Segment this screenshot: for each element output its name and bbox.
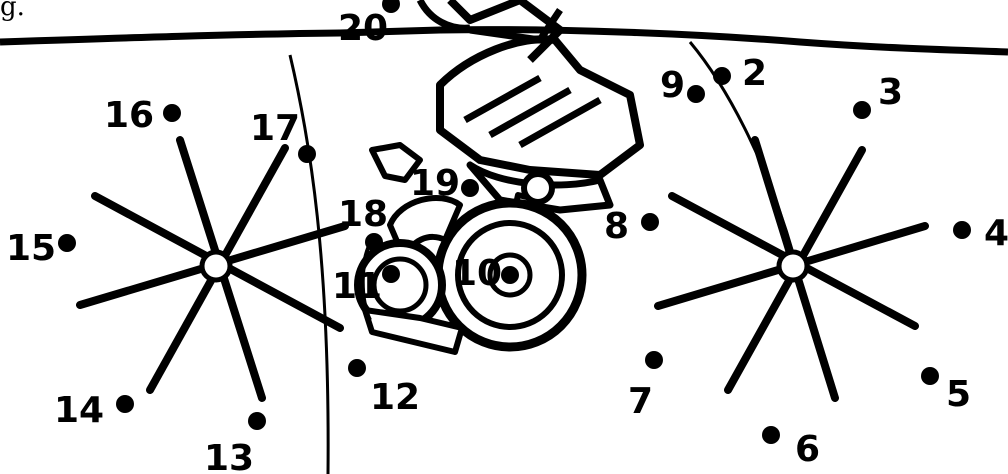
dot-label: 12 (370, 377, 420, 418)
dot-17[interactable]: 17 (250, 108, 316, 163)
dot-label: 11 (332, 266, 382, 307)
dot-8[interactable]: 8 (604, 206, 659, 247)
dot-19[interactable]: 19 (410, 163, 479, 204)
dot-label: 3 (878, 72, 903, 113)
dot-label: 10 (452, 253, 502, 294)
dot-label: 19 (410, 163, 460, 204)
dot-16[interactable]: 16 (104, 95, 181, 136)
dot-label: 16 (104, 95, 154, 136)
dot-12[interactable]: 12 (348, 359, 420, 418)
dot-14[interactable]: 14 (54, 390, 134, 431)
dot-label: 7 (628, 381, 653, 422)
dot-9[interactable]: 9 (660, 65, 705, 106)
dot-7[interactable]: 7 (628, 351, 663, 422)
dot-label: 8 (604, 206, 629, 247)
left-starburst (76, 136, 349, 402)
dot-label: 18 (338, 194, 388, 235)
left-curve-line (288, 54, 330, 474)
dot-label: 9 (660, 65, 685, 106)
dot-label: 6 (795, 429, 820, 470)
dot-20[interactable]: 20 (338, 0, 400, 49)
dot-2[interactable]: 2 (713, 53, 767, 94)
dot-label: 20 (338, 8, 388, 49)
dot-label: 17 (250, 108, 300, 149)
dot-label: 14 (54, 390, 104, 431)
dot-label: 2 (742, 53, 767, 94)
dot-13[interactable]: 13 (204, 412, 266, 474)
right-starburst (654, 136, 929, 402)
dot-label: 15 (6, 228, 56, 269)
ground-line (0, 26, 1008, 56)
dot-5[interactable]: 5 (921, 367, 971, 415)
dot-4[interactable]: 4 (953, 213, 1008, 254)
dot-label: 5 (946, 374, 971, 415)
dot-3[interactable]: 3 (853, 72, 903, 119)
skate-drawing (354, 0, 644, 355)
dot-18[interactable]: 18 (338, 194, 388, 251)
dot-6[interactable]: 6 (762, 426, 820, 470)
dot-10[interactable]: 10 (452, 253, 519, 294)
dot-label: 4 (984, 213, 1008, 254)
dot-15[interactable]: 15 (6, 228, 76, 269)
page-caption: g. (0, 0, 25, 22)
dot-11[interactable]: 11 (332, 265, 400, 307)
dot-label: 13 (204, 438, 254, 474)
